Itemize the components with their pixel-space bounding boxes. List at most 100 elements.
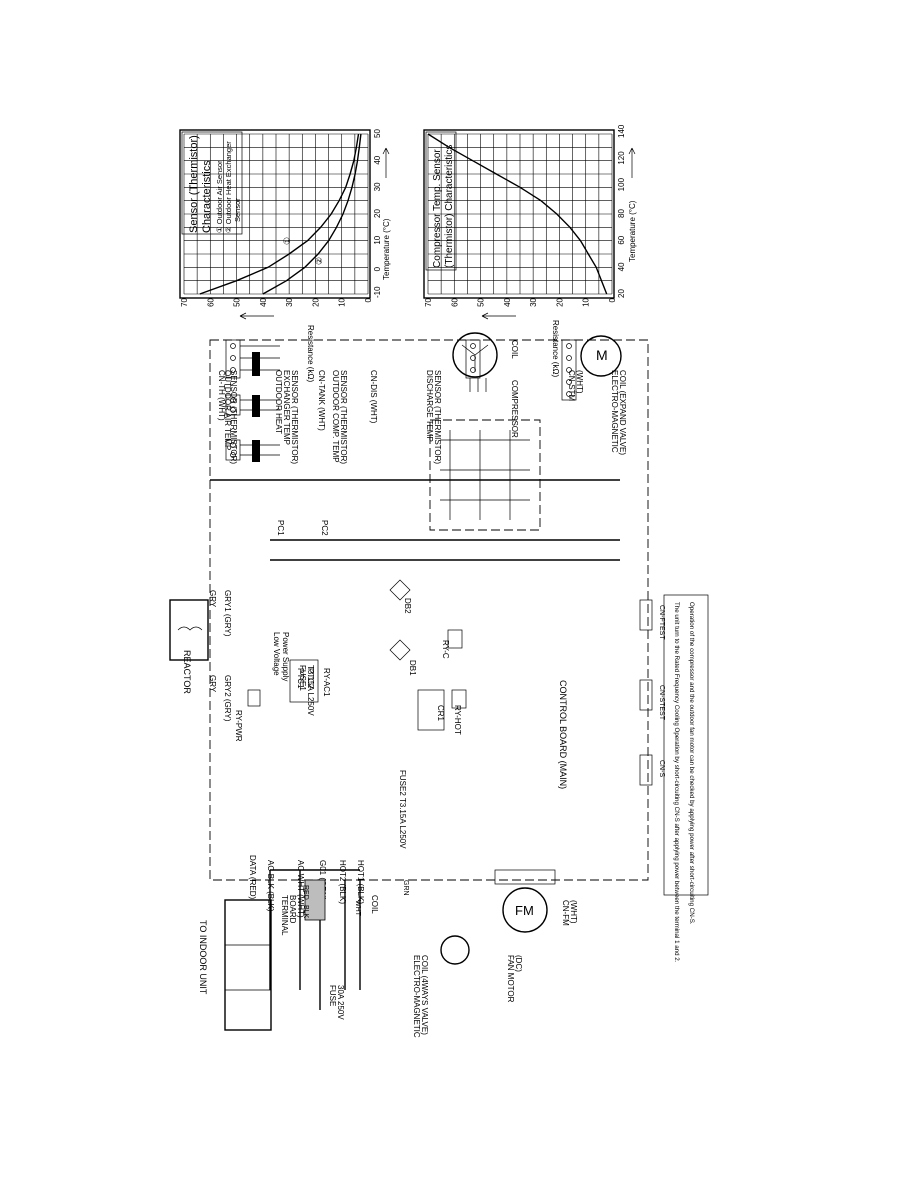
sensor-chart-grid — [183, 133, 369, 295]
terminal-board-indoor — [224, 899, 272, 1031]
low-voltage-label: Low Voltage — [272, 632, 281, 676]
tick-label-temperature: 20 — [617, 289, 626, 298]
expand-motor-symbol: M — [596, 347, 608, 363]
thermistor-label-1: SENSOR (THERMISTOR) — [229, 370, 238, 464]
sensor-chart-legend-2a: ② Outdoor Heat Exchanger — [224, 141, 233, 233]
fuse-main-label: FUSE — [328, 985, 337, 1006]
expand-valve-label: COIL (EXPAND VALVE) — [618, 370, 627, 455]
cn-fm-label: CN-FM — [561, 900, 570, 926]
tick-label-temperature: 20 — [373, 209, 382, 218]
sensor-chart-legend-1: ① Outdoor Air Sensor — [215, 160, 224, 233]
tick-label-temperature: 120 — [617, 151, 626, 165]
outdoor-heat-label-2: EXCHANGER TEMP — [282, 370, 291, 445]
thermistor-label-4: SENSOR (THERMISTOR) — [433, 370, 442, 464]
outdoor-air-label: OUTDOOR AIR TEMP — [223, 370, 232, 450]
sensor-marker-1: ① — [282, 237, 292, 245]
tick-label-resistance: 60 — [450, 297, 459, 306]
discharge-label: DISCHARGE TEMP — [425, 370, 434, 442]
cn-th-label: CN-TH (WHT) — [217, 370, 226, 421]
tick-label-resistance: 10 — [582, 297, 591, 306]
db1-label: DB1 — [408, 660, 417, 676]
cn-fm-wht: (WHT) — [569, 900, 578, 924]
tick-label-resistance: 60 — [206, 297, 215, 306]
control-board-label: CONTROL BOARD (MAIN) — [558, 680, 568, 789]
tick-label-temperature: 40 — [373, 155, 382, 164]
compressor-symbol — [452, 332, 498, 392]
reactor-box — [169, 599, 209, 661]
cn-ftest-connector — [639, 599, 653, 631]
tick-label-resistance: 50 — [477, 297, 486, 306]
electromag-label: ELECTRO-MAGNETIC — [610, 370, 619, 453]
db1-bridge — [389, 639, 411, 661]
notes-box — [663, 594, 709, 896]
cn-stm-label: CN-STM — [567, 370, 576, 401]
ry-hot-label: RY-HOT — [453, 705, 462, 735]
tick-label-temperature: 50 — [373, 129, 382, 138]
ptc2-label: PTC2 — [306, 668, 315, 689]
coil-label: COIL — [370, 895, 379, 914]
cn-stest-label: CN-STEST — [658, 685, 665, 721]
ry-c-relay — [447, 629, 463, 649]
compressor-sensor-chart: Compressor Temp. Sensor (Thermistor) Cha… — [423, 124, 637, 377]
igbt-bridge — [440, 430, 530, 520]
thermistor-label-3: SENSOR (THERMISTOR) — [339, 370, 348, 464]
tick-label-resistance: 40 — [259, 297, 268, 306]
sensor-chart-xlabel: Temperature (°C) — [382, 218, 391, 280]
gry-label-bottom: GRY — [208, 675, 217, 693]
rails — [210, 479, 620, 561]
sensor-chart-title: Sensor (Thermistor) — [188, 135, 200, 233]
tick-label-temperature: 0 — [373, 266, 382, 271]
terminal-board-label-2: BOARD — [288, 895, 297, 924]
wht-label: WHT — [354, 900, 361, 917]
outdoor-comp-label: OUTDOOR COMP. TEMP — [331, 370, 340, 463]
ptc-block — [289, 659, 319, 703]
tick-label-resistance: 30 — [529, 297, 538, 306]
cn-tank-label: CN-TANK (WHT) — [317, 370, 326, 431]
compressor-label: COMPRESSOR — [510, 380, 519, 438]
resistance-arrow-icon-2 — [481, 312, 516, 320]
sensor-chart-legend-2b: Sensor — [233, 198, 242, 222]
gry2-label: GRY2 (GRY) — [223, 675, 232, 722]
power-supply-label: Power Supply — [281, 632, 290, 681]
resistance-arrow-icon — [239, 312, 274, 320]
cn-ftest-label: CN-FTEST — [658, 605, 665, 640]
grn-label: GRN — [402, 880, 409, 896]
thermistor-connectors — [225, 339, 577, 462]
sensor-chart-title2: Characteristics — [201, 160, 213, 233]
cn-dis-label: CN-DIS (WHT) — [369, 370, 378, 424]
db2-bridge — [389, 579, 411, 601]
ry-pwr-label: RY-PWR — [234, 710, 243, 742]
ry-hot-relay — [451, 689, 467, 709]
cr1-label: CR1 — [436, 705, 445, 722]
fan-motor-symbol: FM — [515, 903, 534, 918]
tick-label-resistance: 20 — [311, 297, 320, 306]
db2-label: DB2 — [403, 598, 412, 614]
outdoor-heat-label-1: OUTDOOR HEAT — [274, 370, 283, 434]
tick-label-temperature: 80 — [617, 209, 626, 218]
expand-valve-motor — [580, 335, 622, 377]
tick-label-temperature: 100 — [617, 177, 626, 191]
tick-label-resistance: 0 — [364, 297, 373, 302]
fan-motor-dc: (DC) — [514, 955, 523, 972]
tick-label-resistance: 20 — [555, 297, 564, 306]
compressor-coil-label: COIL — [510, 340, 519, 359]
tick-label-resistance: 70 — [180, 297, 189, 306]
tick-label-resistance: 10 — [338, 297, 347, 306]
gry-label-top: GRY — [208, 590, 217, 608]
tick-label-resistance: 40 — [503, 297, 512, 306]
fuse2-label: FUSE2 T3.15A L250V — [398, 770, 407, 849]
ry-pwr-relay — [247, 689, 261, 707]
fuse1-rating: T3.15A L250V — [306, 665, 315, 716]
control-board-outline — [209, 339, 649, 881]
cr1-component — [417, 689, 445, 731]
compressor-chart-title: Compressor Temp. Sensor — [432, 149, 443, 268]
reactor-label: REACTOR — [182, 650, 192, 694]
gry1-label: GRY1 (GRY) — [223, 590, 232, 637]
inverter-module — [429, 419, 541, 531]
compressor-curve — [427, 133, 608, 295]
sensor-chart-ylabel: Resistance (kΩ) — [306, 325, 315, 382]
